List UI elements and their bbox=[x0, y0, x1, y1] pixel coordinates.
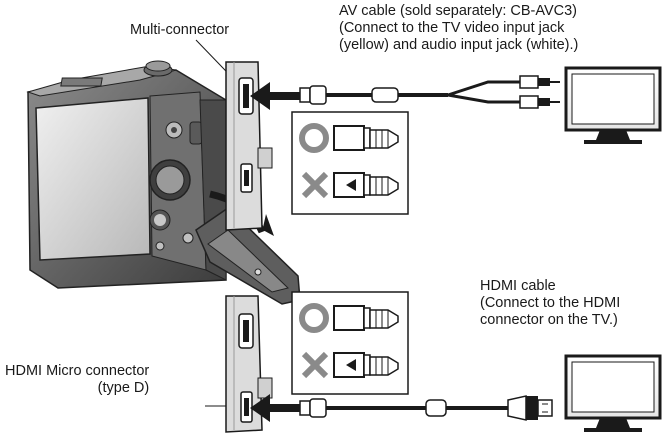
av-cable-label: AV cable (sold separately: CB-AVC3) (Con… bbox=[339, 3, 578, 54]
plug-incorrect-orientation bbox=[333, 352, 399, 378]
hdmi-cable-label: HDMI cable (Connect to the HDMI connecto… bbox=[480, 278, 620, 329]
hdmi-micro-line-2: (type D) bbox=[97, 380, 150, 396]
av-cable-line-1: AV cable (sold separately: CB-AVC3) bbox=[339, 3, 578, 19]
circle-correct-icon bbox=[299, 303, 329, 333]
hdmi-cable-line-1: HDMI cable bbox=[480, 278, 556, 294]
upper-orientation-box bbox=[291, 111, 409, 215]
hdmi-cable bbox=[250, 394, 553, 422]
multi-connector-label: Multi-connector bbox=[130, 22, 229, 39]
plug-incorrect-orientation bbox=[333, 172, 399, 198]
av-cable-line-3: (yellow) and audio input jack (white).) bbox=[339, 37, 579, 53]
tv-icon bbox=[564, 66, 662, 144]
av-cable-line-2: (Connect to the TV video input jack bbox=[339, 20, 565, 36]
cross-incorrect-icon bbox=[301, 171, 329, 199]
av-cable bbox=[250, 75, 560, 110]
insert-arrow-icon bbox=[250, 394, 300, 422]
plug-correct-orientation bbox=[333, 305, 399, 331]
hdmi-micro-line-1: HDMI Micro connector bbox=[5, 363, 150, 379]
camera-icon bbox=[26, 60, 227, 289]
insert-arrow-icon bbox=[250, 82, 300, 110]
lower-connector-panel bbox=[225, 295, 273, 433]
lower-orientation-box bbox=[291, 291, 409, 395]
tv-icon bbox=[564, 354, 662, 432]
upper-connector-panel bbox=[225, 61, 273, 231]
hdmi-cable-line-2: (Connect to the HDMI bbox=[480, 295, 621, 311]
plug-correct-orientation bbox=[333, 125, 399, 151]
hdmi-micro-label: HDMI Micro connector (type D) bbox=[5, 363, 149, 397]
cross-incorrect-icon bbox=[301, 351, 329, 379]
circle-correct-icon bbox=[299, 123, 329, 153]
hdmi-cable-line-3: connector on the TV.) bbox=[480, 312, 618, 328]
multi-connector-text: Multi-connector bbox=[130, 22, 230, 38]
